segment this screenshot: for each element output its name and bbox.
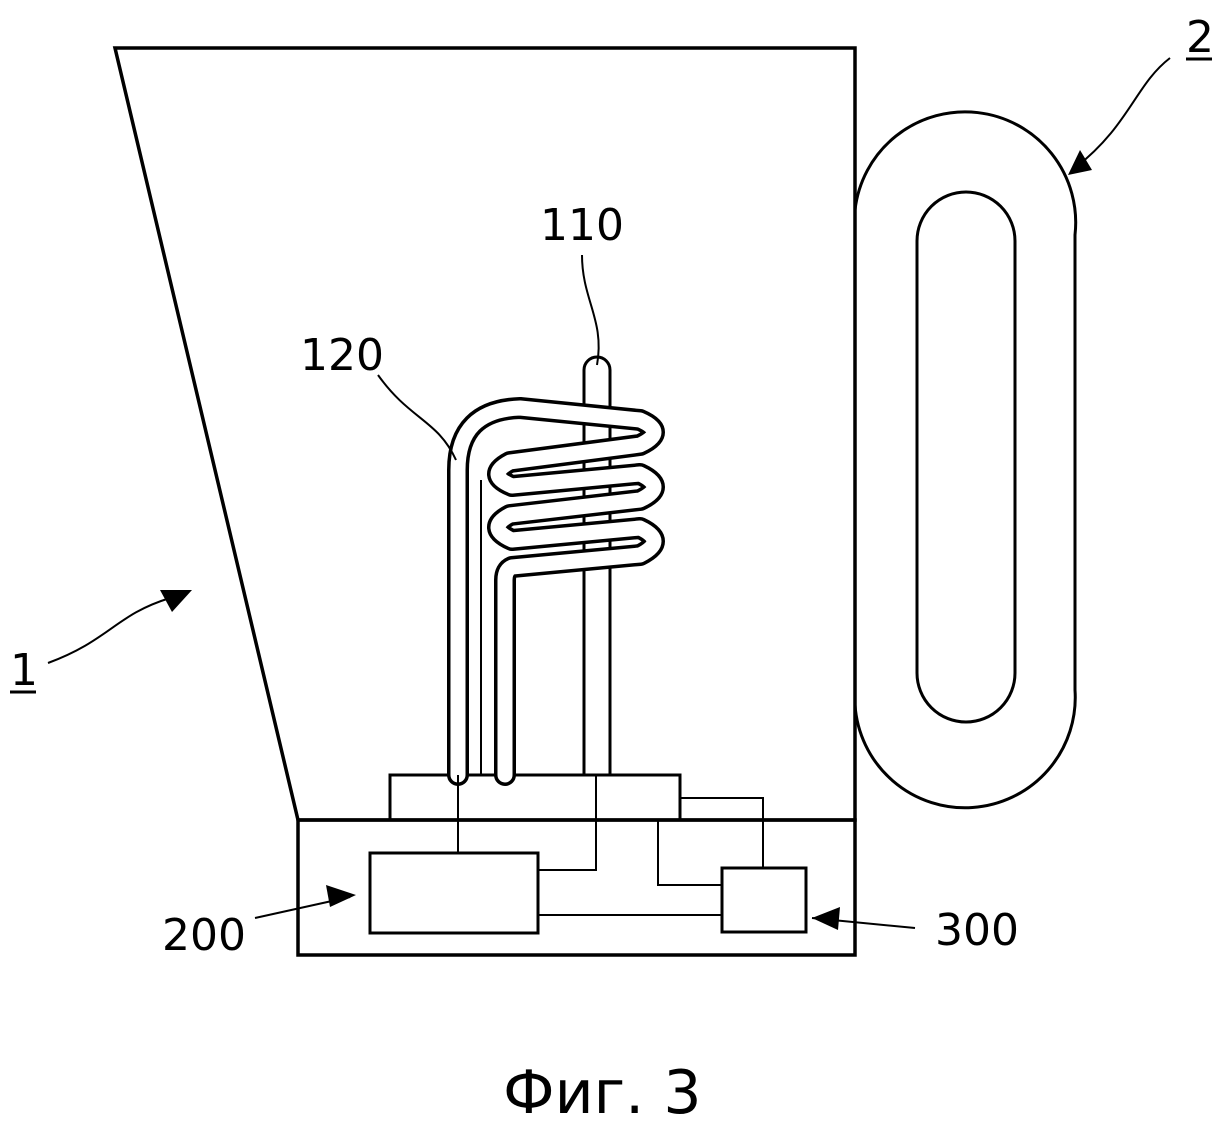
- label-rod: 110: [540, 200, 624, 251]
- power-unit-300: [720, 866, 808, 934]
- arrowhead-handle: [1068, 150, 1092, 175]
- figure-caption: Фиг. 3: [503, 1058, 702, 1123]
- arrowhead-300: [812, 907, 840, 930]
- label-handle: 2: [1186, 12, 1214, 63]
- handle: [853, 110, 1078, 810]
- arrowhead-device: [160, 590, 192, 612]
- heater-mount: [388, 773, 682, 822]
- leader-lines: [47, 57, 1171, 929]
- jug-body: [112, 46, 857, 822]
- coil-tube-120: [447, 397, 665, 786]
- label-control-unit: 200: [162, 910, 246, 961]
- label-power-unit: 300: [935, 905, 1019, 956]
- arrowheads: [160, 150, 1092, 930]
- control-unit-200: [368, 851, 540, 935]
- wiring: [457, 775, 764, 916]
- label-coil: 120: [300, 330, 384, 381]
- rod-110: [582, 355, 612, 775]
- base-housing: [296, 818, 857, 957]
- label-device: 1: [10, 645, 38, 696]
- arrowhead-200: [326, 885, 356, 907]
